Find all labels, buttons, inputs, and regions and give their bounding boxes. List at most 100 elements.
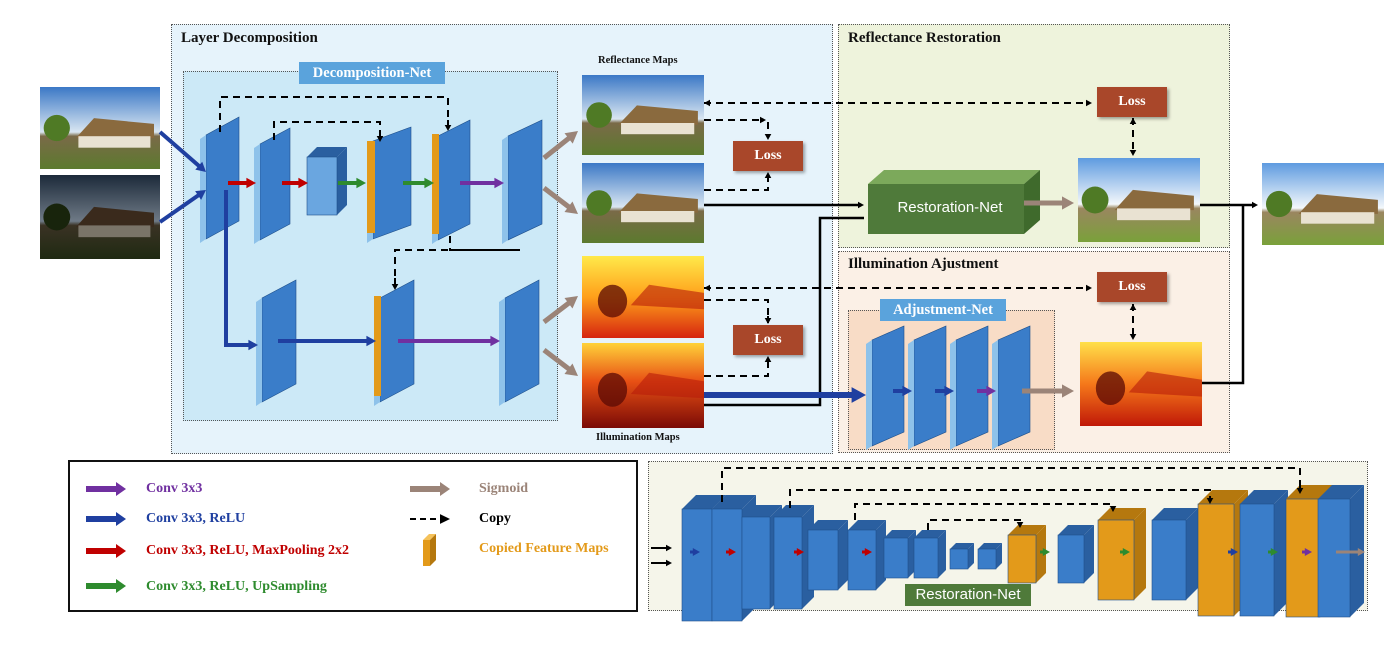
copy-arrow-detail-4 bbox=[1016, 522, 1024, 528]
legend-box bbox=[68, 460, 638, 612]
copy-line-decomp-2 bbox=[273, 121, 381, 140]
loss-link-illum-bottom-head bbox=[764, 356, 772, 362]
restoration-detail-layer-18 bbox=[1317, 485, 1364, 618]
legend-label-conv-relu-upsampling: Conv 3x3, ReLU, UpSampling bbox=[146, 579, 327, 594]
legend-label-conv: Conv 3x3 bbox=[146, 481, 203, 496]
adjust-layer-3 bbox=[950, 325, 989, 450]
copy-line-detail-2 bbox=[789, 489, 1211, 508]
decomp-copied-strip-b bbox=[374, 296, 381, 396]
arrow-sigmoid-illum-1 bbox=[542, 296, 578, 324]
arrow-input-lowlight bbox=[158, 190, 206, 224]
loss-link-adjusted-illum bbox=[1129, 304, 1137, 340]
restoration-detail-layer-4 bbox=[773, 505, 814, 610]
decomp-output-refl bbox=[502, 119, 543, 244]
arrow-detail-op-2 bbox=[726, 548, 736, 556]
arrow-detail-op-7 bbox=[1228, 548, 1238, 556]
arrow-illum-merge bbox=[1202, 205, 1245, 385]
restoration-detail-layer-12 bbox=[1057, 525, 1094, 584]
loss-box-illumination: Loss bbox=[733, 325, 803, 355]
arrow-detail-op-1 bbox=[690, 548, 700, 556]
copy-line-detail-4 bbox=[927, 519, 1021, 530]
loss-link-refl-bottom-head bbox=[764, 172, 772, 178]
arrow-adjust-sigmoid bbox=[1022, 384, 1074, 398]
arrow-detail-op-3 bbox=[794, 548, 804, 556]
restoration-detail-layer-10 bbox=[977, 543, 1002, 570]
restoration-detail-layer-8 bbox=[913, 530, 946, 579]
arrow-decomp-upsample-1 bbox=[338, 177, 366, 189]
reflectance-maps-title: Reflectance Maps bbox=[598, 55, 678, 66]
copy-line-detail-1 bbox=[721, 467, 1301, 502]
restored-reflectance-photo bbox=[1078, 158, 1200, 242]
arrow-adjust-2 bbox=[935, 385, 954, 397]
loss-link-restoration bbox=[704, 99, 1092, 107]
illumination-maps-title: Illumination Maps bbox=[596, 432, 680, 443]
reflectance-photo-1 bbox=[582, 75, 704, 155]
legend-copied-feature-map-icon bbox=[423, 534, 436, 566]
arrow-detail-in-1 bbox=[651, 544, 672, 552]
decomp-copied-strip-2 bbox=[432, 134, 439, 234]
output-photo bbox=[1262, 163, 1384, 245]
arrow-detail-op-4 bbox=[862, 548, 872, 556]
legend-arrow-conv bbox=[86, 482, 126, 496]
restoration-detail-layer-9 bbox=[949, 543, 974, 570]
illumination-map-normal bbox=[582, 256, 704, 338]
decomp-output-illum bbox=[499, 279, 540, 406]
arrow-adjust-3 bbox=[977, 385, 996, 397]
copy-line-detail-3 bbox=[854, 503, 1114, 520]
input-photo-lowlight bbox=[40, 175, 160, 259]
legend-label-conv-relu-maxpool: Conv 3x3, ReLU, MaxPooling 2x2 bbox=[146, 543, 349, 558]
loss-box-adjustment: Loss bbox=[1097, 272, 1167, 302]
restoration-detail-layer-5 bbox=[807, 520, 848, 591]
copy-line-decomp-3b bbox=[394, 249, 520, 286]
loss-link-refl-vert bbox=[764, 122, 772, 140]
decomp-layer-2 bbox=[254, 127, 291, 244]
restoration-detail-layer-16 bbox=[1239, 490, 1288, 617]
arrow-decomp-down-head bbox=[244, 339, 258, 351]
legend-label-copied-feature-maps: Copied Feature Maps bbox=[479, 541, 609, 556]
legend-arrow-copy bbox=[410, 514, 450, 524]
restoration-net-label: Restoration-Net bbox=[897, 199, 1003, 216]
decomp-copied-strip-1 bbox=[367, 141, 375, 233]
legend-label-copy: Copy bbox=[479, 511, 511, 526]
legend-arrow-conv-relu-maxpool bbox=[86, 544, 126, 558]
arrow-decomp-bottom-conv bbox=[398, 335, 500, 347]
adjustment-net-label: Adjustment-Net bbox=[880, 299, 1006, 321]
arrow-decomp-maxpool-1 bbox=[228, 177, 256, 189]
legend-arrow-sigmoid bbox=[410, 482, 450, 496]
copy-line-decomp-3a bbox=[449, 236, 520, 251]
arrow-decomp-conv bbox=[460, 177, 504, 189]
arrow-output bbox=[1243, 201, 1258, 209]
legend-arrow-conv-relu bbox=[86, 512, 126, 526]
illumination-map-lowlight bbox=[582, 343, 704, 428]
loss-box-reflectance: Loss bbox=[733, 141, 803, 171]
arrow-detail-in-2 bbox=[651, 559, 672, 567]
arrow-detail-op-9 bbox=[1302, 548, 1312, 556]
restoration-net-block bbox=[868, 170, 1040, 234]
arrow-detail-sigmoid bbox=[1336, 548, 1365, 556]
arrow-detail-op-8 bbox=[1268, 548, 1278, 556]
loss-link-illum-top bbox=[704, 299, 769, 323]
restoration-detail-layer-14 bbox=[1151, 508, 1198, 601]
loss-link-adjustment bbox=[704, 284, 1092, 292]
loss-link-refl-top bbox=[704, 116, 766, 124]
loss-link-illum-bottom bbox=[704, 357, 769, 377]
arrow-input-normal bbox=[158, 130, 206, 172]
loss-link-refl-bottom bbox=[704, 175, 769, 191]
restoration-detail-layer-7 bbox=[883, 530, 916, 579]
arrow-decomp-upsample-2 bbox=[403, 177, 434, 189]
loss-link-restored-refl bbox=[1129, 118, 1137, 156]
arrow-illum-to-adjustment bbox=[704, 387, 866, 403]
copy-arrow-decomp-3 bbox=[391, 278, 399, 290]
arrow-restoration-sigmoid bbox=[1024, 196, 1074, 210]
decomposition-net-box bbox=[183, 71, 558, 421]
arrow-illum-to-restoration bbox=[704, 216, 864, 407]
arrow-decomp-down bbox=[224, 190, 250, 347]
legend-label-conv-relu: Conv 3x3, ReLU bbox=[146, 511, 246, 526]
reflectance-restoration-title: Reflectance Restoration bbox=[848, 30, 1001, 46]
adjusted-illumination-map bbox=[1080, 342, 1202, 426]
copy-line-decomp-1 bbox=[219, 96, 449, 132]
arrow-adjust-1 bbox=[893, 385, 912, 397]
arrow-detail-op-5 bbox=[1040, 548, 1050, 556]
arrow-refl-to-restoration bbox=[704, 201, 864, 209]
